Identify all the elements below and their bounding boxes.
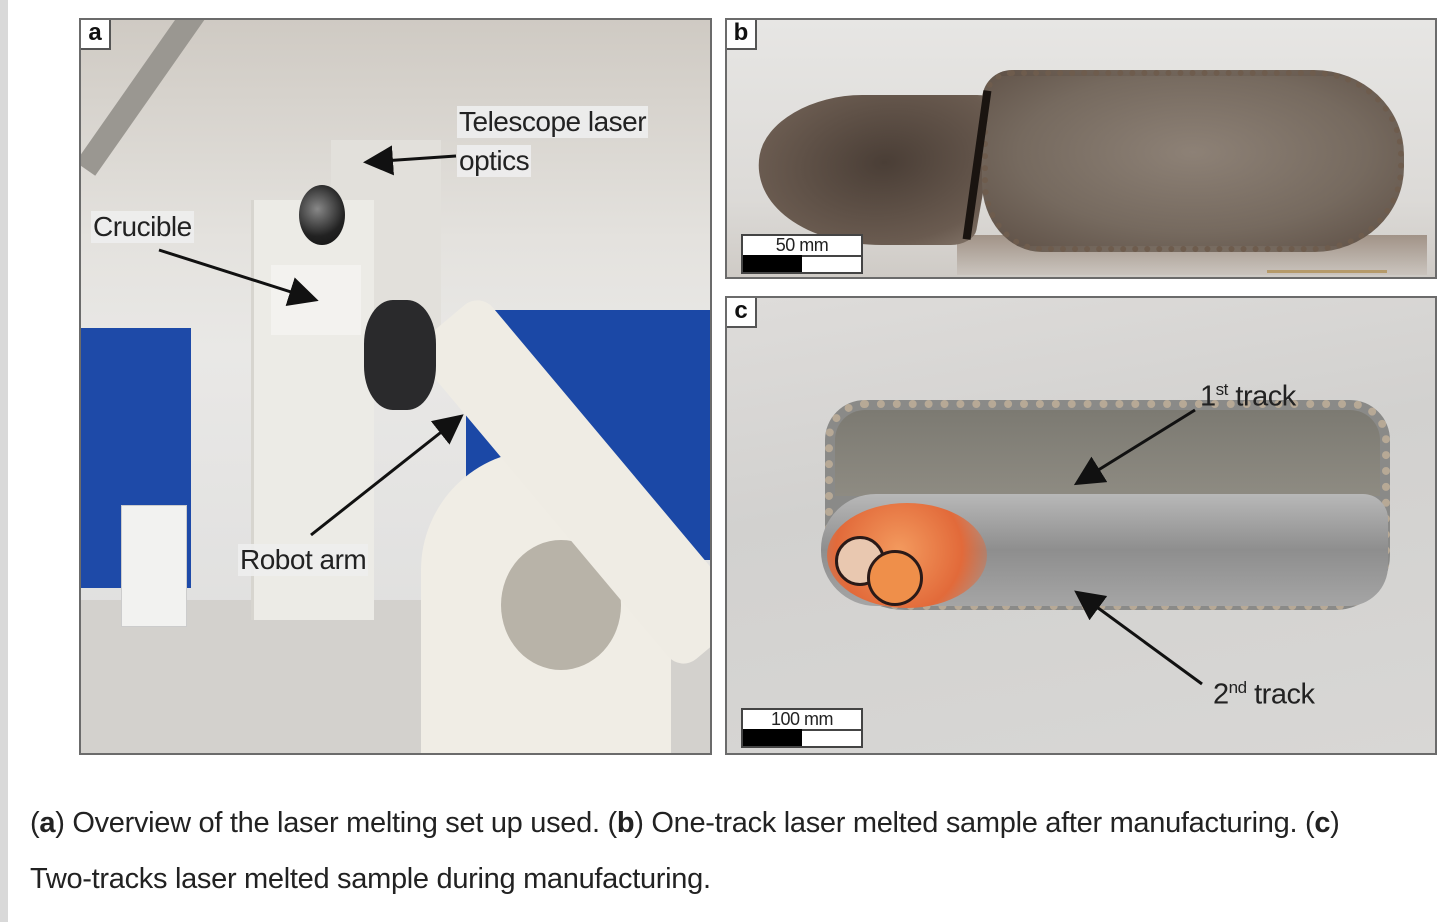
track1-word: track xyxy=(1227,380,1296,413)
label-first-track: 1st track xyxy=(1200,380,1296,414)
panel-c-two-track-sample: c 1st track 2nd track 100 mm xyxy=(725,296,1437,755)
caption-letter-b: b xyxy=(616,807,635,839)
first-track xyxy=(835,410,1380,496)
panel-letter-b: b xyxy=(727,20,757,50)
scale-bar-label: 100 mm xyxy=(743,710,861,731)
sample-broken-piece xyxy=(743,95,1001,245)
caption-letter-c: c xyxy=(1314,807,1331,839)
control-cabinet xyxy=(121,505,187,627)
annotation-arrows-a xyxy=(158,145,464,537)
panel-b-one-track-sample: b 50 mm xyxy=(725,18,1437,279)
track2-superscript: nd xyxy=(1228,678,1247,697)
label-robot-arm: Robot arm xyxy=(238,544,369,576)
figure-caption: (a) Overview of the laser melting set up… xyxy=(30,807,1340,895)
rod xyxy=(1267,270,1387,273)
caption-letter-a: a xyxy=(39,807,56,839)
melt-ring-2 xyxy=(867,550,923,606)
panel-a-setup-photo: a Telescope laser optics Crucible Robot … xyxy=(79,18,712,755)
scale-bar-fill xyxy=(743,729,802,746)
panel-letter-c: c xyxy=(727,298,757,328)
caption-text-c: Two-tracks laser melted sample during ma… xyxy=(30,863,711,895)
track1-superscript: st xyxy=(1215,380,1229,399)
caption-text-b: One-track laser melted sample after manu… xyxy=(643,807,1305,839)
sample-main-body xyxy=(982,70,1404,252)
left-border-rule xyxy=(0,0,8,922)
label-second-track: 2nd track xyxy=(1213,678,1315,712)
track1-number: 1 xyxy=(1200,380,1216,413)
scale-bar-fill xyxy=(743,255,802,272)
robot-head xyxy=(364,300,436,410)
annotation-arrows-c xyxy=(1073,408,1203,686)
track2-word: track xyxy=(1246,678,1315,711)
label-telescope-laser: Telescope laser xyxy=(457,106,649,138)
label-optics: optics xyxy=(457,145,532,177)
scale-bar-c: 100 mm xyxy=(741,708,863,748)
track2-number: 2 xyxy=(1213,678,1229,711)
caption-text-a: Overview of the laser melting set up use… xyxy=(64,807,608,839)
panel-letter-a: a xyxy=(81,20,111,50)
label-crucible: Crucible xyxy=(91,211,194,243)
scale-bar-b: 50 mm xyxy=(741,234,863,274)
scale-bar-label: 50 mm xyxy=(743,236,861,257)
laser-optics-dome xyxy=(299,185,345,245)
